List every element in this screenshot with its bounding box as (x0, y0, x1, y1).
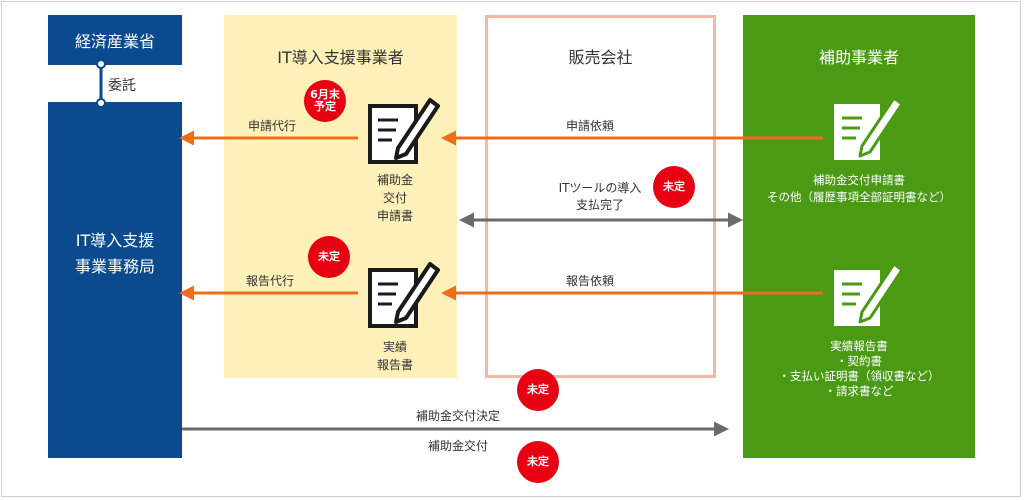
sub-application-caption: 補助金交付申請書 その他（履歴事項全部証明書など） (743, 172, 975, 206)
status-badge: 6月末 予定 (304, 80, 346, 122)
caption-line: ・契約書 (836, 354, 882, 368)
report-proxy-label: 報告代行 (246, 274, 295, 288)
it-tool-label: ITツールの導入 支払完了 (530, 180, 670, 214)
status-badge: 未定 (517, 369, 559, 411)
caption-line: 報告書 (376, 358, 413, 372)
meti-label: 経済産業省 (74, 32, 155, 51)
subsidy-business-column (743, 15, 975, 458)
status-badge: 未定 (517, 441, 559, 483)
secretariat-label: IT導入支援 事業事務局 (74, 231, 155, 276)
document-icon (368, 262, 440, 328)
grant-decision-label: 補助金交付決定 (416, 409, 501, 423)
status-badge: 未定 (308, 236, 350, 278)
sub-report-caption: 実績報告書 ・契約書 ・支払い証明書（領収書など） ・請求書など (743, 339, 975, 399)
grant-payment-label: 補助金交付 (428, 439, 489, 453)
secretariat-box (48, 102, 182, 458)
subsidy-business-title: 補助事業者 (818, 48, 899, 67)
sales-title: 販売会社 (568, 48, 633, 67)
caption-line: 交付 (382, 191, 407, 205)
caption-line: ・請求書など (824, 384, 894, 398)
status-badge: 未定 (653, 166, 695, 208)
caption-line: ・支払い証明書（領収書など） (778, 369, 940, 383)
it-tool-line1: ITツールの導入 (558, 181, 642, 195)
consign-connector (96, 59, 106, 108)
document-icon (834, 262, 904, 326)
caption-line: 補助金 (376, 173, 413, 187)
it-report-caption: 実績 報告書 (355, 338, 435, 374)
apply-request-label: 申請依頼 (566, 119, 615, 133)
caption-line: 実績 (382, 340, 407, 354)
caption-line: 申請書 (376, 209, 413, 223)
it-tool-line2: 支払完了 (575, 198, 624, 212)
document-icon (368, 98, 440, 164)
it-vendor-column (224, 15, 457, 378)
it-application-caption: 補助金 交付 申請書 (355, 171, 435, 225)
caption-line: 実績報告書 (830, 339, 888, 353)
document-icon (834, 96, 904, 160)
consign-label: 委託 (108, 78, 136, 94)
report-request-label: 報告依頼 (566, 274, 615, 288)
caption-line: 補助金交付申請書 (813, 173, 905, 187)
apply-proxy-label: 申請代行 (248, 119, 297, 133)
it-vendor-title: IT導入支援事業者 (277, 48, 404, 67)
caption-line: その他（履歴事項全部証明書など） (767, 190, 951, 204)
meti-header: 経済産業省 (48, 15, 182, 65)
